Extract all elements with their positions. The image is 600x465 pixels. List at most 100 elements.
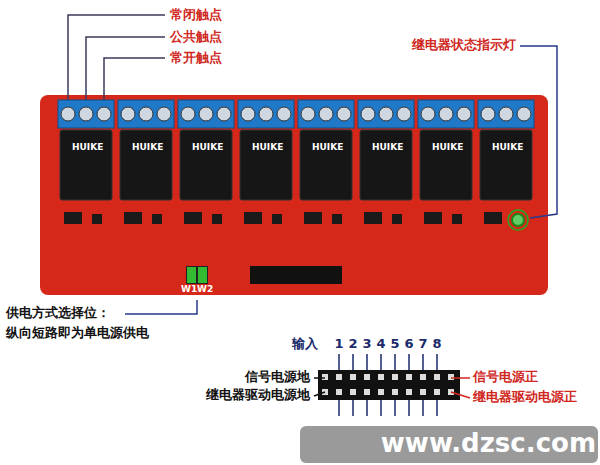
jumper-name: W2 <box>197 284 213 295</box>
circuit-board <box>40 95 548 295</box>
optocoupler <box>64 212 82 224</box>
transistor <box>272 214 282 224</box>
pin <box>350 374 356 380</box>
screw <box>277 107 291 121</box>
pin-header <box>250 266 342 284</box>
relay-brand: HUIKE <box>492 142 523 153</box>
pin-line <box>422 400 424 416</box>
optocoupler <box>304 212 322 224</box>
pin-line <box>451 392 470 398</box>
transistor <box>212 214 222 224</box>
screw <box>301 107 315 121</box>
jumper-leader <box>125 300 197 314</box>
indicator-label: 继电器状态指示灯 <box>412 37 516 53</box>
relay-brand: HUIKE <box>432 142 463 153</box>
optocoupler <box>364 212 382 224</box>
transistor <box>92 214 102 224</box>
pin-number: 4 <box>376 336 385 352</box>
pin-line <box>422 354 424 370</box>
contact-label: 常开触点 <box>170 50 222 66</box>
pin-line <box>352 400 354 416</box>
screw <box>319 107 333 121</box>
screw <box>337 107 351 121</box>
pin <box>392 374 398 380</box>
transistor <box>152 214 162 224</box>
terminal-screws <box>61 107 531 121</box>
pin-line <box>451 377 470 379</box>
positive-lines <box>451 378 470 398</box>
screw <box>241 107 255 121</box>
relays <box>60 130 532 200</box>
relay <box>300 130 352 200</box>
terminal-block <box>118 100 174 128</box>
terminal-block <box>478 100 534 128</box>
contact-label: 常闭触点 <box>170 7 222 23</box>
optocoupler <box>124 212 142 224</box>
pin <box>378 389 384 395</box>
pin <box>336 374 342 380</box>
terminal-block <box>238 100 294 128</box>
screw <box>157 107 171 121</box>
pin-header-diagram <box>318 370 460 400</box>
pin <box>364 389 370 395</box>
pin-number: 6 <box>404 336 413 352</box>
pin-number: 5 <box>390 336 399 352</box>
pin <box>364 374 370 380</box>
pin-line <box>380 354 382 370</box>
screw <box>481 107 495 121</box>
relay <box>180 130 232 200</box>
pin <box>448 374 454 380</box>
optocoupler <box>184 212 202 224</box>
pin <box>434 374 440 380</box>
pin-line <box>380 400 382 416</box>
signal-label: 信号电源地 <box>245 369 310 385</box>
optocoupler <box>244 212 262 224</box>
screw <box>61 107 75 121</box>
pin-line <box>352 354 354 370</box>
relay <box>240 130 292 200</box>
pin-line <box>314 392 325 396</box>
contact-leaders <box>68 15 165 100</box>
pin-line <box>408 354 410 370</box>
pin-line <box>366 400 368 416</box>
relay-brand: HUIKE <box>312 142 343 153</box>
led-highlight <box>508 210 528 230</box>
optocoupler <box>484 212 502 224</box>
pin-line <box>314 377 325 379</box>
led-leader <box>520 46 557 218</box>
relay <box>480 130 532 200</box>
terminal-blocks <box>58 100 534 128</box>
pin-number: 7 <box>418 336 427 352</box>
pin <box>420 389 426 395</box>
relay <box>120 130 172 200</box>
screw <box>421 107 435 121</box>
transistor <box>392 214 402 224</box>
relay-brand: HUIKE <box>132 142 163 153</box>
pin <box>392 389 398 395</box>
pin <box>322 374 328 380</box>
pin-line <box>394 354 396 370</box>
pin-line <box>408 400 410 416</box>
pin-number: 3 <box>362 336 371 352</box>
screw <box>181 107 195 121</box>
screw <box>499 107 513 121</box>
pin-line <box>366 354 368 370</box>
screw <box>379 107 393 121</box>
jumper-header <box>186 266 208 284</box>
power-select-note: 供电方式选择位： 纵向短路即为单电源供电 <box>6 303 176 343</box>
transistor <box>452 214 462 224</box>
pin-line <box>436 354 438 370</box>
screw <box>121 107 135 121</box>
pin-line <box>338 354 340 370</box>
signal-label: 继电器驱动电源正 <box>473 389 577 405</box>
pin-line <box>338 400 340 416</box>
watermark-bar <box>300 426 598 463</box>
screw <box>217 107 231 121</box>
transistor <box>332 214 342 224</box>
ground-lines <box>314 378 325 396</box>
leader-line <box>68 15 165 100</box>
signal-label: 继电器驱动电源地 <box>206 387 310 403</box>
jumper-name: W1 <box>181 284 197 295</box>
pin <box>336 389 342 395</box>
optocoupler <box>424 212 442 224</box>
